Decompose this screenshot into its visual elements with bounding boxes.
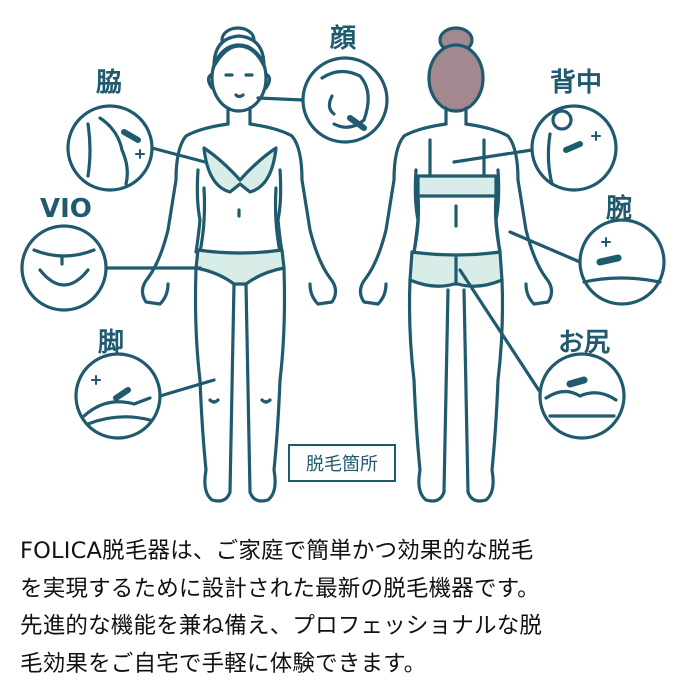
description-line: 先進的な機能を兼ね備え、プロフェッショナルな脱 <box>20 613 543 639</box>
callout-face <box>256 56 389 144</box>
description-line: を実現するために設計された最新の脱毛機器です。 <box>20 575 540 602</box>
front-figure <box>140 26 338 503</box>
body-diagram <box>20 26 666 503</box>
label-legs: 脚 <box>98 328 125 358</box>
description: FOLICA脱毛器は、ご家庭で簡単かつ効果的な脱毛 を実現するために設計された最… <box>20 533 684 683</box>
description-line: 毛効果をご自宅で手軽に体験できます。 <box>20 650 427 677</box>
label-armpit: 脇 <box>96 68 123 98</box>
callout-arm <box>508 218 666 306</box>
legend-box: 脱毛箇所 <box>288 444 396 482</box>
callout-armpit <box>66 104 207 192</box>
callout-back <box>452 104 618 192</box>
legend-text: 脱毛箇所 <box>306 454 378 475</box>
label-back: 背中 <box>550 68 603 98</box>
callout-buttocks <box>458 268 626 440</box>
callout-legs <box>74 352 216 440</box>
label-vio: VIO <box>40 194 92 224</box>
label-buttocks: お尻 <box>558 328 611 358</box>
label-face: 顔 <box>330 24 357 54</box>
diagram-svg <box>20 26 666 503</box>
description-line: FOLICA脱毛器は、ご家庭で簡単かつ効果的な脱毛 <box>20 538 534 564</box>
callout-vio <box>20 224 202 312</box>
back-figure <box>358 26 554 503</box>
label-arm: 腕 <box>606 194 633 224</box>
